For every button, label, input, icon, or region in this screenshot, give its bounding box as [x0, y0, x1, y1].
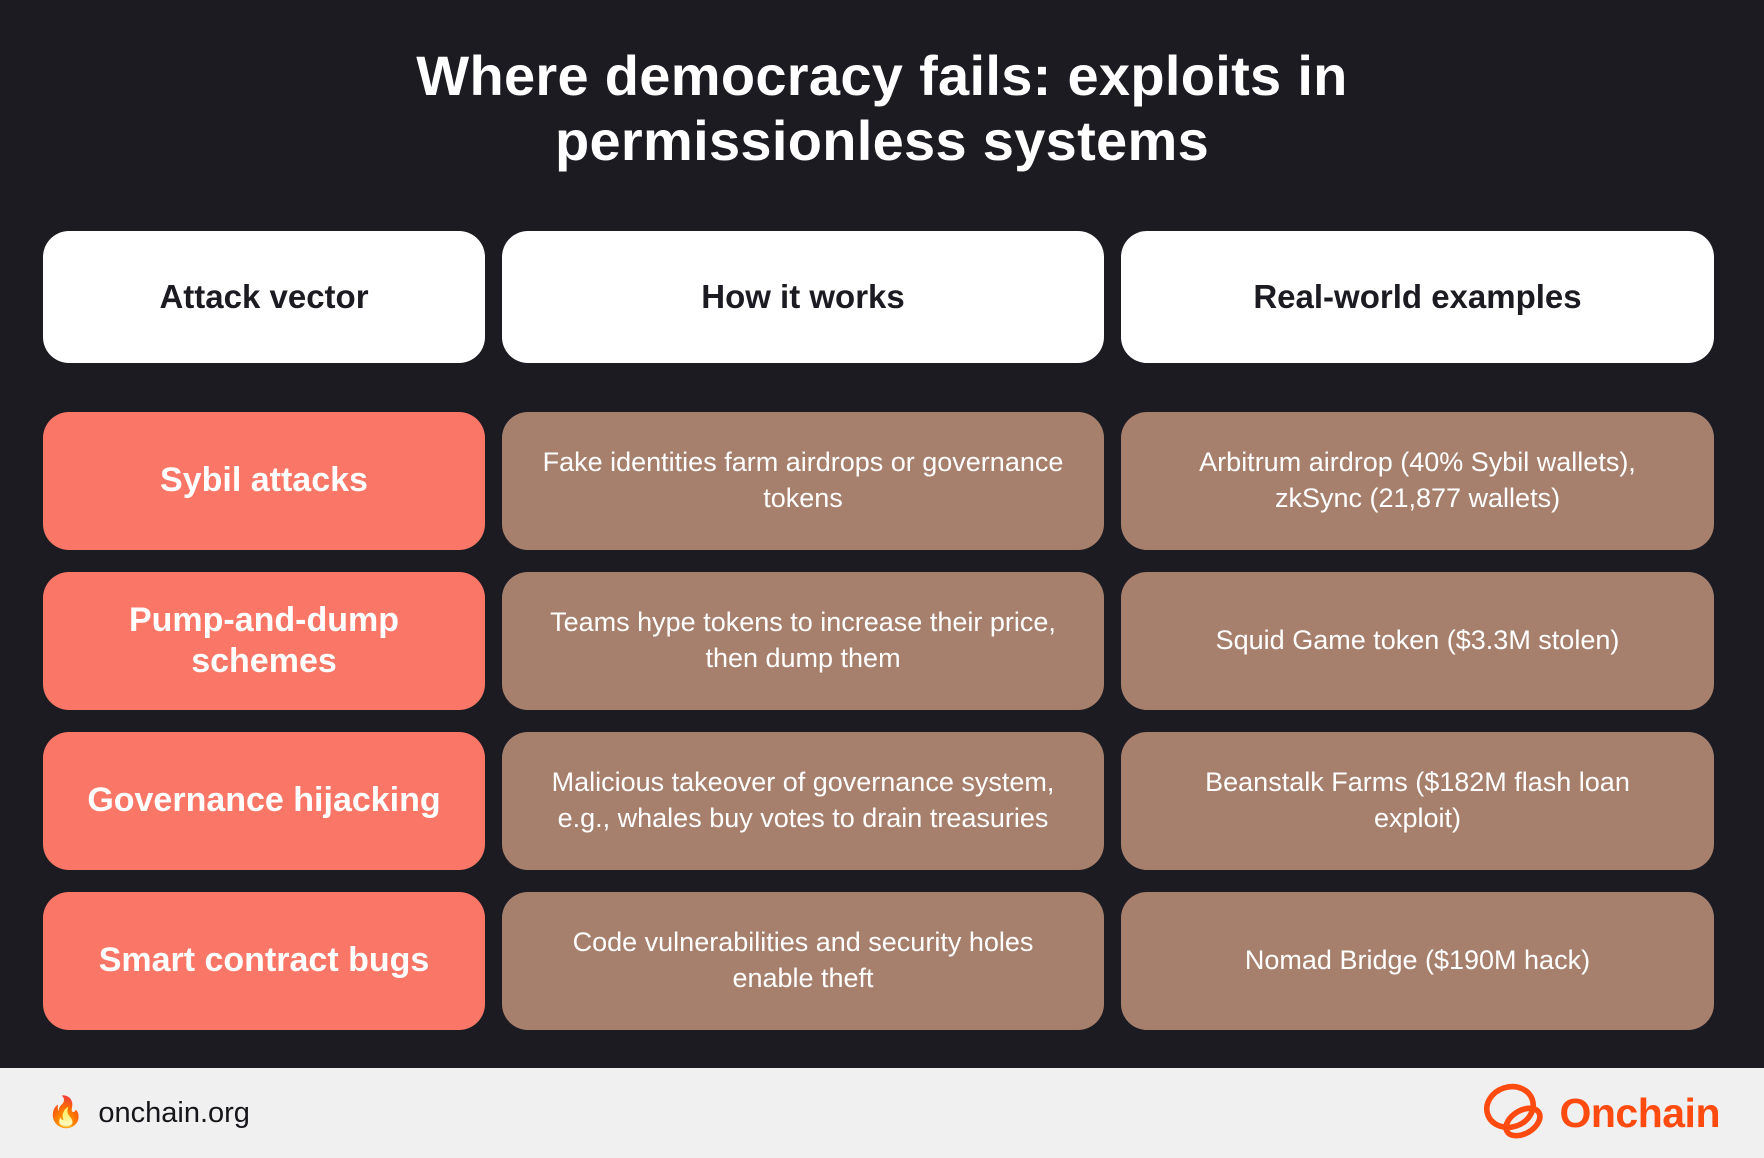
example-text: Nomad Bridge ($190M hack) [1244, 945, 1591, 976]
example-cell-smart-contract-bugs: Nomad Bridge ($190M hack) [1121, 892, 1714, 1030]
example-text: Beanstalk Farms ($182M flash loan exploi… [1205, 767, 1630, 833]
how-it-works-cell-governance-hijacking: Malicious takeover of governance system,… [502, 732, 1104, 870]
example-cell-governance-hijacking: Beanstalk Farms ($182M flash loan exploi… [1121, 732, 1714, 870]
attack-vector-label: Sybil attacks [160, 461, 368, 500]
column-header-label: How it works [701, 278, 905, 315]
brand-wordmark: Onchain [1559, 1089, 1720, 1136]
how-it-works-text: Malicious takeover of governance system,… [551, 767, 1055, 833]
title-line-2: permissionless systems [554, 108, 1210, 172]
how-it-works-cell-pump-and-dump: Teams hype tokens to increase their pric… [502, 572, 1104, 710]
example-text: Arbitrum airdrop (40% Sybil wallets), zk… [1199, 447, 1636, 513]
title-line-1: Where democracy fails: exploits in [416, 44, 1348, 107]
how-it-works-cell-sybil-attacks: Fake identities farm airdrops or governa… [502, 412, 1104, 550]
how-it-works-text: Teams hype tokens to increase their pric… [550, 607, 1056, 673]
footer-bar: 🔥 onchain.org Onchain [0, 1068, 1764, 1158]
example-text: Squid Game token ($3.3M stolen) [1215, 625, 1620, 656]
attack-vector-cell-smart-contract-bugs: Smart contract bugs [43, 892, 485, 1030]
column-header-label: Real-world examples [1253, 278, 1582, 315]
attack-vector-label: Pump-and-dump schemes [128, 600, 400, 680]
how-it-works-cell-smart-contract-bugs: Code vulnerabilities and security holes … [502, 892, 1104, 1030]
onchain-logo: Onchain [1481, 1080, 1720, 1147]
column-header-attack-vector: Attack vector [43, 231, 485, 363]
onchain-knot-icon [1481, 1080, 1549, 1147]
example-cell-pump-and-dump: Squid Game token ($3.3M stolen) [1121, 572, 1714, 710]
attack-vector-label: Smart contract bugs [98, 941, 430, 980]
table-header-row: Attack vector How it works Real-world ex… [43, 231, 1715, 363]
attack-vector-cell-pump-and-dump: Pump-and-dump schemes [43, 572, 485, 710]
attack-vector-cell-sybil-attacks: Sybil attacks [43, 412, 485, 550]
footer-website: 🔥 onchain.org [47, 1097, 250, 1130]
how-it-works-text: Code vulnerabilities and security holes … [572, 927, 1034, 993]
flame-icon: 🔥 [47, 1096, 85, 1129]
column-header-label: Attack vector [159, 278, 369, 315]
website-url: onchain.org [98, 1096, 250, 1129]
example-cell-sybil-attacks: Arbitrum airdrop (40% Sybil wallets), zk… [1121, 412, 1714, 550]
column-header-real-world-examples: Real-world examples [1121, 231, 1714, 363]
table-body: Sybil attacks Fake identities farm airdr… [43, 412, 1715, 1030]
attack-vector-cell-governance-hijacking: Governance hijacking [43, 732, 485, 870]
column-header-how-it-works: How it works [502, 231, 1104, 363]
attack-vector-label: Governance hijacking [87, 781, 441, 820]
how-it-works-text: Fake identities farm airdrops or governa… [542, 447, 1064, 513]
